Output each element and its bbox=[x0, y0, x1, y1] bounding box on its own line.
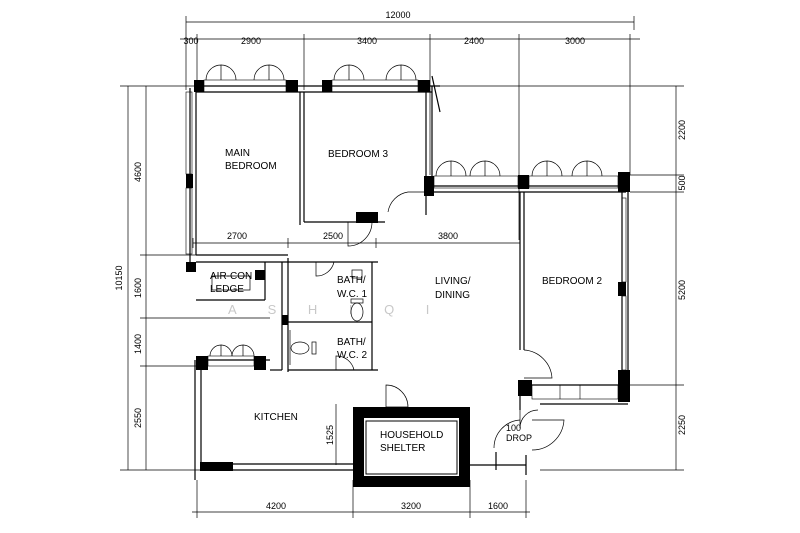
inner-dimension-line bbox=[192, 238, 521, 465]
dim-top-0: 300 bbox=[183, 36, 198, 46]
label-aircon-line1: AIR-CON bbox=[210, 271, 252, 282]
label-shelter-line2: SHELTER bbox=[380, 443, 425, 454]
label-bath2-line1: BATH/ bbox=[337, 337, 366, 348]
dim-right-2: 5200 bbox=[677, 280, 687, 300]
dim-overall: 12000 bbox=[385, 10, 410, 20]
label-drop-line2: DROP bbox=[506, 433, 532, 443]
dim-right-1: 500 bbox=[677, 175, 687, 190]
dim-top-1: 2900 bbox=[241, 36, 261, 46]
label-bath2-line2: W.C. 2 bbox=[337, 350, 367, 361]
dim-left-3: 2550 bbox=[133, 408, 143, 428]
label-bath1-line2: W.C. 1 bbox=[337, 289, 367, 300]
fixtures bbox=[211, 269, 364, 365]
windows bbox=[185, 79, 627, 400]
watermark: A S H I Q I bbox=[228, 302, 443, 317]
dim-top-3: 2400 bbox=[464, 36, 484, 46]
label-bath1-line1: BATH/ bbox=[337, 275, 366, 286]
dim-bottom-1: 3200 bbox=[401, 501, 421, 511]
right-dimension-lines bbox=[430, 85, 684, 471]
dim-right-0: 2200 bbox=[677, 120, 687, 140]
label-bedroom-2: BEDROOM 2 bbox=[542, 276, 602, 287]
dim-kitchen-shelter: 1525 bbox=[325, 425, 335, 445]
dim-bottom-2: 1600 bbox=[488, 501, 508, 511]
window-swings bbox=[205, 64, 603, 357]
household-shelter-walls bbox=[353, 407, 470, 487]
top-dimension-lines bbox=[180, 16, 640, 240]
solid-wall-blocks bbox=[186, 80, 630, 471]
label-shelter-line1: HOUSEHOLD bbox=[380, 430, 443, 441]
label-main-bedroom-line2: BEDROOM bbox=[225, 161, 277, 172]
dim-left-1: 1600 bbox=[133, 278, 143, 298]
label-aircon-line2: LEDGE bbox=[210, 284, 244, 295]
dim-right-3: 2250 bbox=[677, 415, 687, 435]
dim-inner-1: 2500 bbox=[323, 231, 343, 241]
label-bedroom-3: BEDROOM 3 bbox=[328, 149, 388, 160]
dim-bottom-0: 4200 bbox=[266, 501, 286, 511]
dim-top-4: 3000 bbox=[565, 36, 585, 46]
dim-left-0: 4600 bbox=[133, 162, 143, 182]
label-main-bedroom-line1: MAIN bbox=[225, 148, 250, 159]
label-living-line2: DINING bbox=[435, 290, 470, 301]
label-kitchen: KITCHEN bbox=[254, 412, 298, 423]
dim-inner-0: 2700 bbox=[227, 231, 247, 241]
room-labels: MAIN BEDROOM BEDROOM 3 AIR-CON LEDGE BAT… bbox=[210, 148, 602, 454]
dim-top-2: 3400 bbox=[357, 36, 377, 46]
label-living-line1: LIVING/ bbox=[435, 276, 471, 287]
label-drop-line1: 100 bbox=[506, 423, 521, 433]
dim-left-overall: 10150 bbox=[114, 265, 124, 290]
dim-left-2: 1400 bbox=[133, 334, 143, 354]
dim-inner-2: 3800 bbox=[438, 231, 458, 241]
doors bbox=[315, 191, 565, 451]
